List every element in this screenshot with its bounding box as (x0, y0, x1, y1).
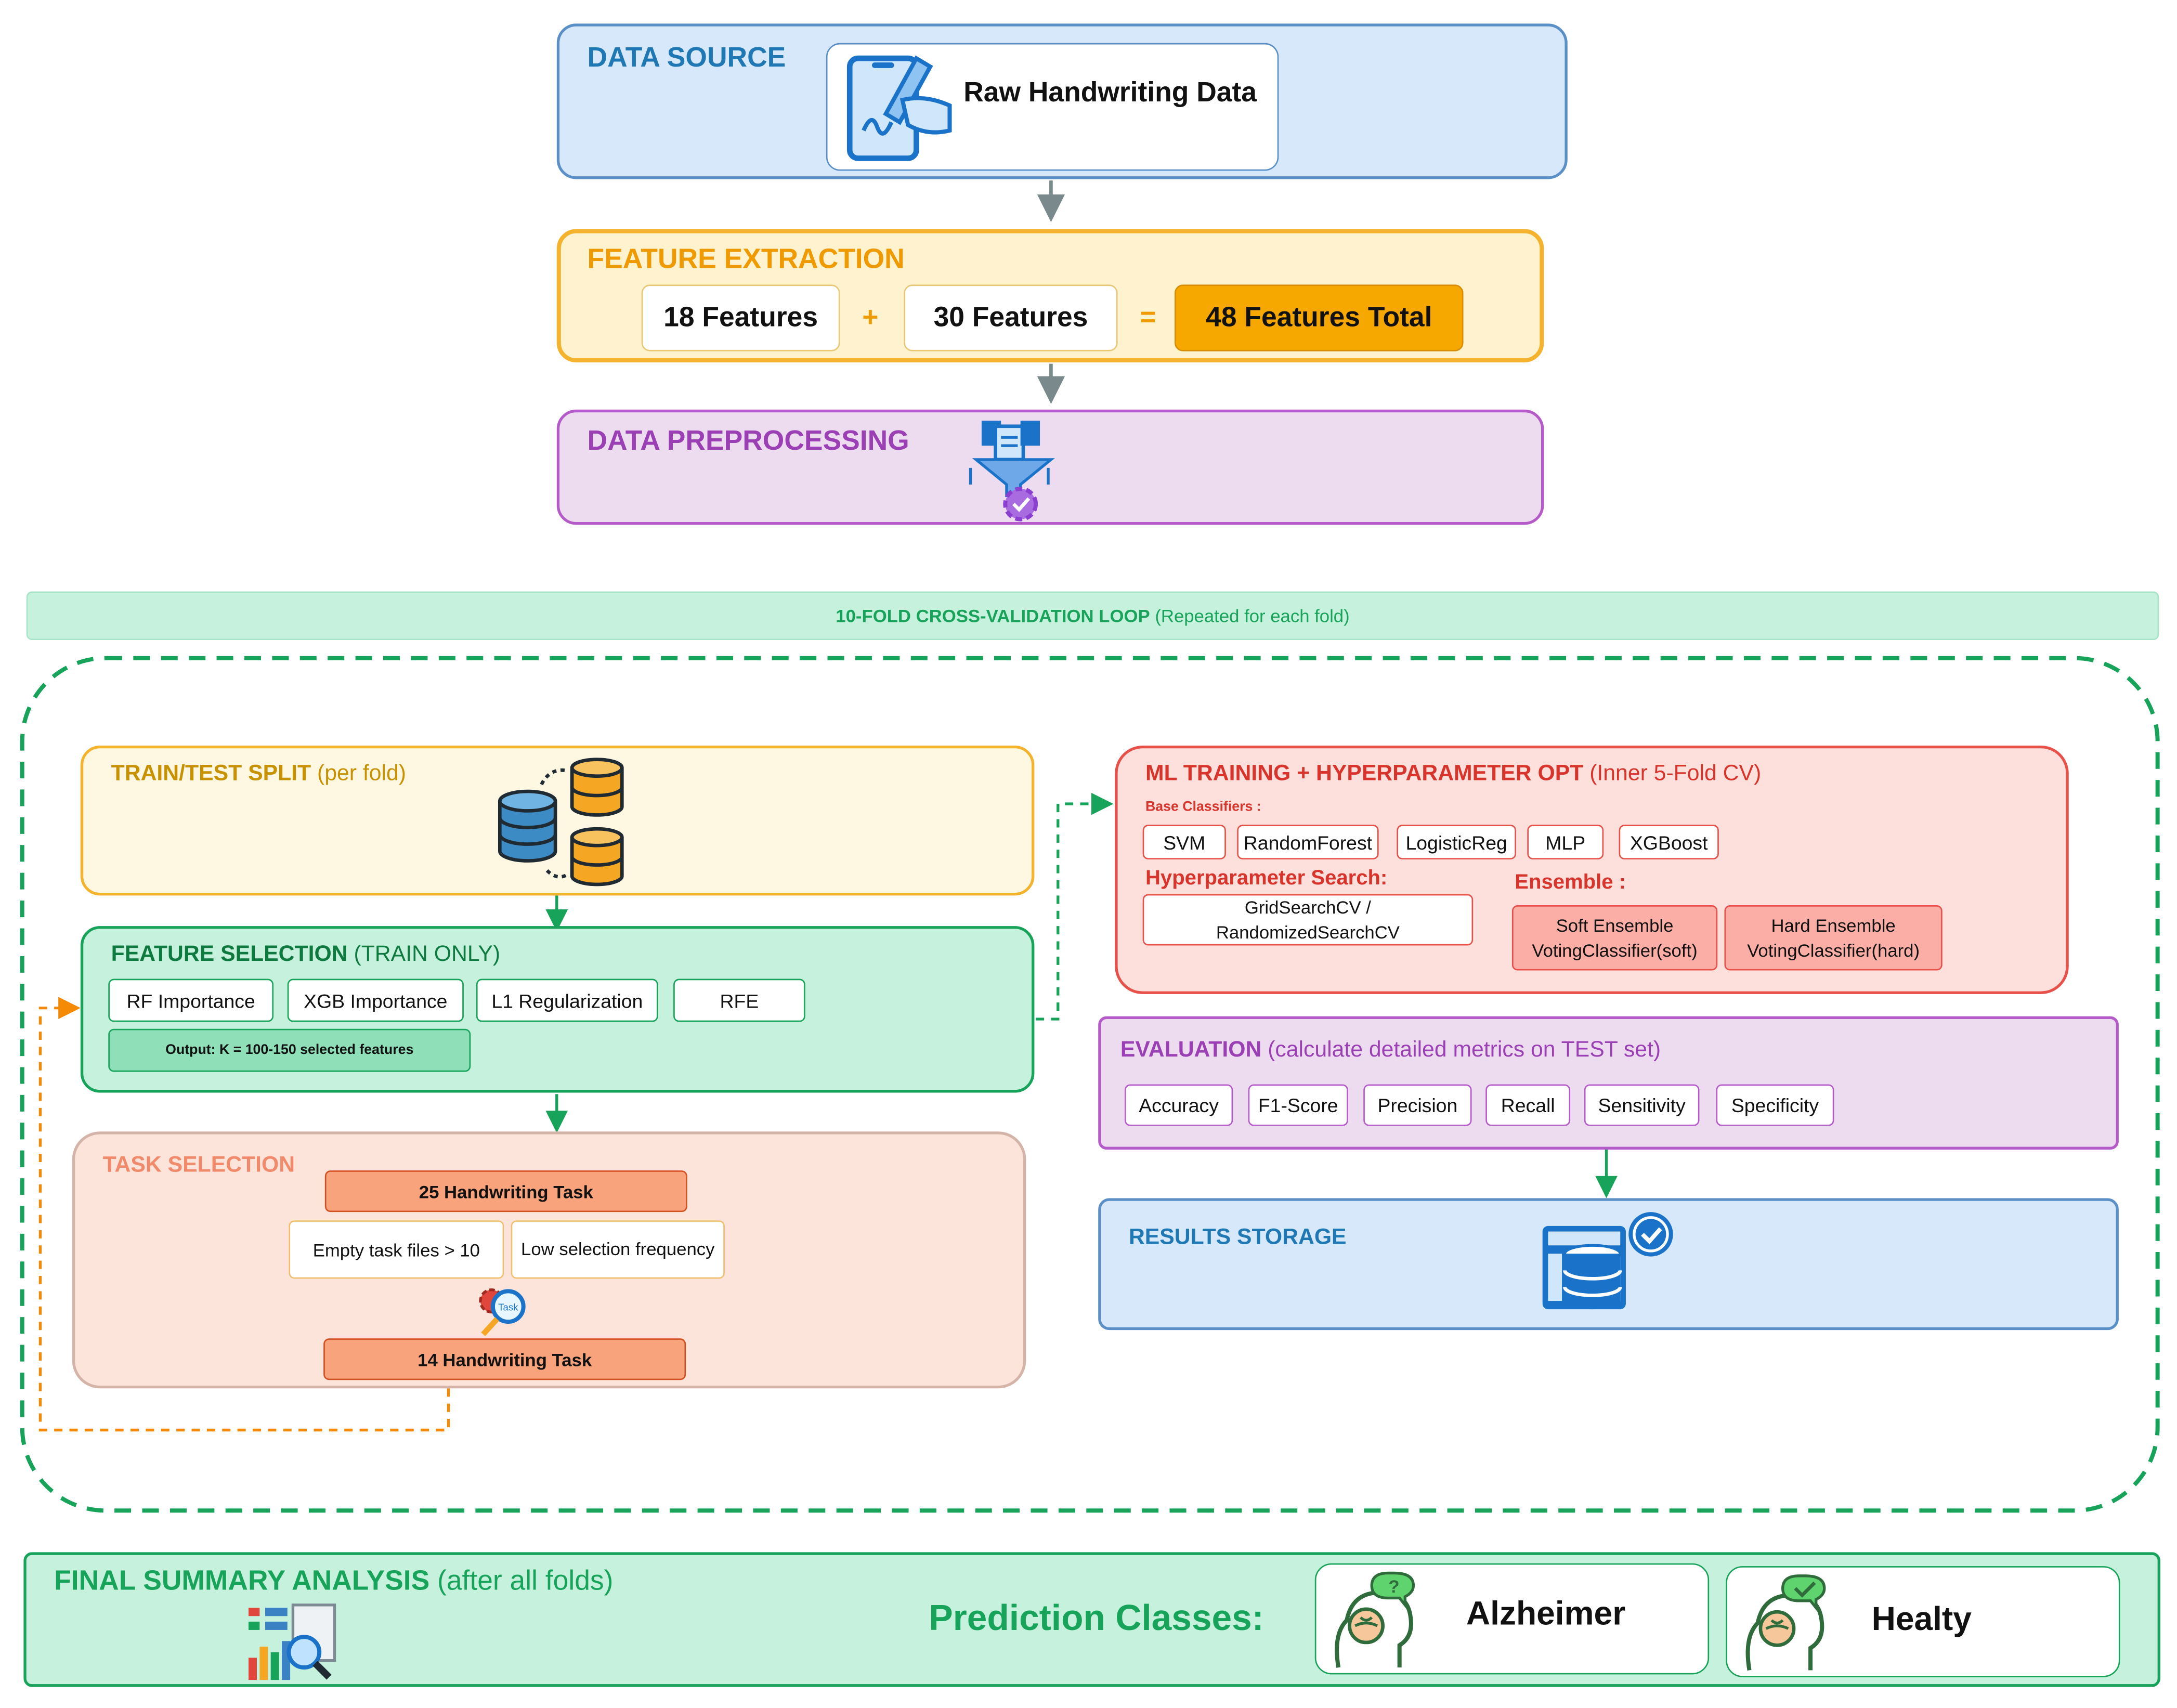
evaluation-box: EVALUATION (calculate detailed metrics o… (1098, 1016, 2119, 1150)
server-check-icon (1542, 1212, 1673, 1310)
task-search-icon: Task (479, 1288, 526, 1336)
feature-count-b: 30 Features (904, 284, 1118, 351)
method-rfe: RFE (673, 979, 805, 1022)
plus-sign: + (862, 303, 879, 333)
task-count-after: 14 Handwriting Task (323, 1338, 686, 1380)
metric-sensitivity: Sensitivity (1584, 1084, 1700, 1126)
cv-loop-title: 10-FOLD CROSS-VALIDATION LOOP (836, 605, 1150, 627)
class-healthy-label: Healty (1871, 1600, 1972, 1638)
class-card-healthy: Healty (1726, 1566, 2120, 1677)
results-storage-title: RESULTS STORAGE (1128, 1225, 1347, 1250)
train-test-box: TRAIN/TEST SPLIT (per fold) (80, 745, 1035, 896)
criterion-low-frequency: Low selection frequency (511, 1220, 725, 1279)
feature-selection-heading: FEATURE SELECTION (TRAIN ONLY) (111, 943, 501, 968)
classifier-randomforest: RandomForest (1237, 825, 1379, 859)
cv-loop-heading: 10-FOLD CROSS-VALIDATION LOOP (Repeated … (28, 605, 2157, 626)
ml-training-subtitle: (Inner 5-Fold CV) (1589, 762, 1762, 786)
metric-recall: Recall (1485, 1084, 1571, 1126)
soft-ensemble: Soft Ensemble VotingClassifier(soft) (1511, 905, 1718, 971)
svg-text:?: ? (1388, 1577, 1399, 1597)
metric-f1: F1-Score (1248, 1084, 1348, 1126)
preprocessing-title: DATA PREPROCESSING (587, 426, 909, 457)
feature-extraction-title: FEATURE EXTRACTION (587, 244, 905, 275)
data-source-title: DATA SOURCE (587, 43, 786, 74)
brain-check-icon (1745, 1574, 1826, 1671)
criterion-empty-files: Empty task files > 10 (289, 1220, 504, 1279)
feature-total: 48 Features Total (1175, 284, 1464, 351)
base-classifiers-label: Base Classifiers : (1145, 800, 1261, 815)
final-summary-subtitle: (after all folds) (437, 1566, 614, 1597)
metric-specificity: Specificity (1716, 1084, 1834, 1126)
cv-loop-frame (20, 656, 2160, 1513)
method-rf-importance: RF Importance (108, 979, 274, 1022)
evaluation-heading: EVALUATION (calculate detailed metrics o… (1120, 1038, 1661, 1063)
method-xgb-importance: XGB Importance (287, 979, 464, 1022)
classifier-svm: SVM (1142, 825, 1226, 859)
class-alzheimer-label: Alzheimer (1466, 1595, 1626, 1633)
tablet-pen-icon (846, 55, 952, 161)
metric-precision: Precision (1363, 1084, 1472, 1126)
feature-selection-output: Output: K = 100-150 selected features (108, 1028, 471, 1072)
feature-selection-subtitle: (TRAIN ONLY) (354, 943, 501, 967)
ml-training-title: ML TRAINING + HYPERPARAMETER OPT (1145, 762, 1584, 786)
prediction-classes-label: Prediction Classes: (929, 1596, 1264, 1638)
equals-sign: = (1140, 303, 1156, 333)
feature-selection-box: FEATURE SELECTION (TRAIN ONLY) RF Import… (80, 926, 1035, 1093)
classifier-mlp: MLP (1527, 825, 1604, 859)
feature-count-a: 18 Features (641, 284, 840, 351)
brain-question-icon: ? (1335, 1571, 1415, 1668)
analysis-report-icon (248, 1603, 336, 1680)
raw-data-label: Raw Handwriting Data (963, 77, 1257, 109)
evaluation-title: EVALUATION (1120, 1038, 1262, 1062)
database-split-icon (498, 758, 624, 886)
feature-selection-title: FEATURE SELECTION (111, 943, 348, 967)
arrow-task-feedback (38, 997, 450, 1432)
final-summary-box: FINAL SUMMARY ANALYSIS (after all folds)… (23, 1552, 2160, 1687)
task-selection-title: TASK SELECTION (102, 1154, 295, 1178)
train-test-heading: TRAIN/TEST SPLIT (per fold) (111, 762, 406, 787)
train-test-title: TRAIN/TEST SPLIT (111, 762, 311, 786)
raw-data-card: Raw Handwriting Data (826, 43, 1279, 171)
funnel-gear-icon (969, 421, 1055, 521)
data-source-box: DATA SOURCE Raw Handwriting Data (556, 23, 1568, 179)
metric-accuracy: Accuracy (1124, 1084, 1233, 1126)
final-summary-heading: FINAL SUMMARY ANALYSIS (after all folds) (54, 1566, 613, 1598)
arrow-selection-to-training (1036, 792, 1114, 1021)
task-icon-text: Task (498, 1302, 518, 1313)
ml-training-box: ML TRAINING + HYPERPARAMETER OPT (Inner … (1115, 745, 2069, 994)
method-l1-regularization: L1 Regularization (476, 979, 658, 1022)
classifier-logisticreg: LogisticReg (1397, 825, 1516, 859)
ml-training-heading: ML TRAINING + HYPERPARAMETER OPT (Inner … (1145, 762, 1761, 787)
task-selection-box: TASK SELECTION 25 Handwriting Task Empty… (72, 1131, 1026, 1389)
class-card-alzheimer: ? Alzheimer (1314, 1563, 1710, 1675)
classifier-xgboost: XGBoost (1619, 825, 1719, 859)
feature-extraction-box: FEATURE EXTRACTION 18 Features + 30 Feat… (556, 229, 1544, 362)
hyperparameter-label: Hyperparameter Search: (1145, 866, 1388, 890)
hyperparameter-methods: GridSearchCV / RandomizedSearchCV (1142, 894, 1474, 946)
train-test-subtitle: (per fold) (317, 762, 407, 786)
cv-loop-subtitle: (Repeated for each fold) (1155, 605, 1350, 627)
task-count-before: 25 Handwriting Task (324, 1170, 687, 1212)
final-summary-title: FINAL SUMMARY ANALYSIS (54, 1566, 430, 1597)
preprocessing-box: DATA PREPROCESSING (556, 409, 1544, 525)
ensemble-label: Ensemble : (1515, 870, 1626, 894)
evaluation-subtitle: (calculate detailed metrics on TEST set) (1268, 1038, 1661, 1062)
results-storage-box: RESULTS STORAGE (1098, 1198, 2119, 1331)
hard-ensemble: Hard Ensemble VotingClassifier(hard) (1724, 905, 1943, 971)
cv-loop-banner: 10-FOLD CROSS-VALIDATION LOOP (Repeated … (26, 591, 2159, 641)
